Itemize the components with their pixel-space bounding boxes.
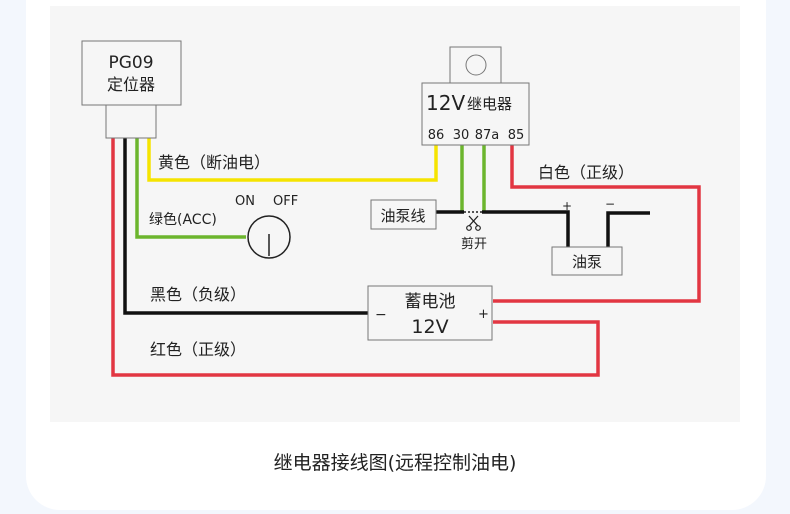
pump-plus-label: + — [562, 199, 572, 213]
gps-name: 定位器 — [107, 75, 155, 94]
battery-box — [367, 285, 493, 341]
yellow-wire — [147, 138, 438, 182]
pump-negative-wire — [606, 211, 650, 247]
relay-name: 继电器 — [467, 95, 512, 113]
scissors-icon — [466, 215, 481, 231]
battery-minus-label: − — [375, 307, 387, 323]
pump-minus-label: − — [605, 197, 615, 211]
gps-model: PG09 — [108, 53, 153, 73]
fuel-line-box — [370, 199, 437, 230]
green-wire-label: 绿色(ACC) — [149, 211, 217, 228]
fuel-line-right — [482, 210, 570, 247]
relay-mount-hole — [465, 54, 487, 76]
relay-pin-87a: 87a — [475, 128, 500, 143]
cut-label: 剪开 — [461, 236, 487, 252]
red-wire — [111, 138, 600, 377]
battery-plus-label: + — [478, 307, 489, 322]
black-wire — [123, 138, 368, 315]
red-wire-label: 红色（正级） — [150, 340, 246, 359]
white-wire-label: 白色（正级） — [538, 163, 634, 182]
black-wire-label: 黑色（负级） — [150, 285, 246, 304]
yellow-wire-label: 黄色（断油电） — [158, 153, 270, 172]
switch-on-label: ON — [235, 194, 255, 209]
relay-pin-86: 86 — [428, 128, 445, 143]
diagram-caption: 继电器接线图(远程控制油电) — [273, 452, 517, 474]
fuel-pump-label: 油泵 — [572, 253, 602, 271]
relay-pin-30: 30 — [453, 128, 470, 143]
fuel-line-label: 油泵线 — [380, 207, 425, 225]
relay-box — [421, 82, 530, 146]
relay-tab — [449, 46, 502, 84]
switch-off-label: OFF — [273, 194, 298, 209]
relay-voltage: 12V — [426, 91, 465, 115]
battery-voltage: 12V — [411, 316, 448, 338]
white-wire — [493, 145, 701, 303]
gps-connector — [105, 104, 157, 139]
fuel-pump-box — [551, 246, 623, 276]
relay-pin-85: 85 — [508, 128, 525, 143]
green-wire — [135, 138, 246, 239]
battery-name: 蓄电池 — [405, 292, 456, 312]
gps-device-box — [81, 40, 182, 106]
